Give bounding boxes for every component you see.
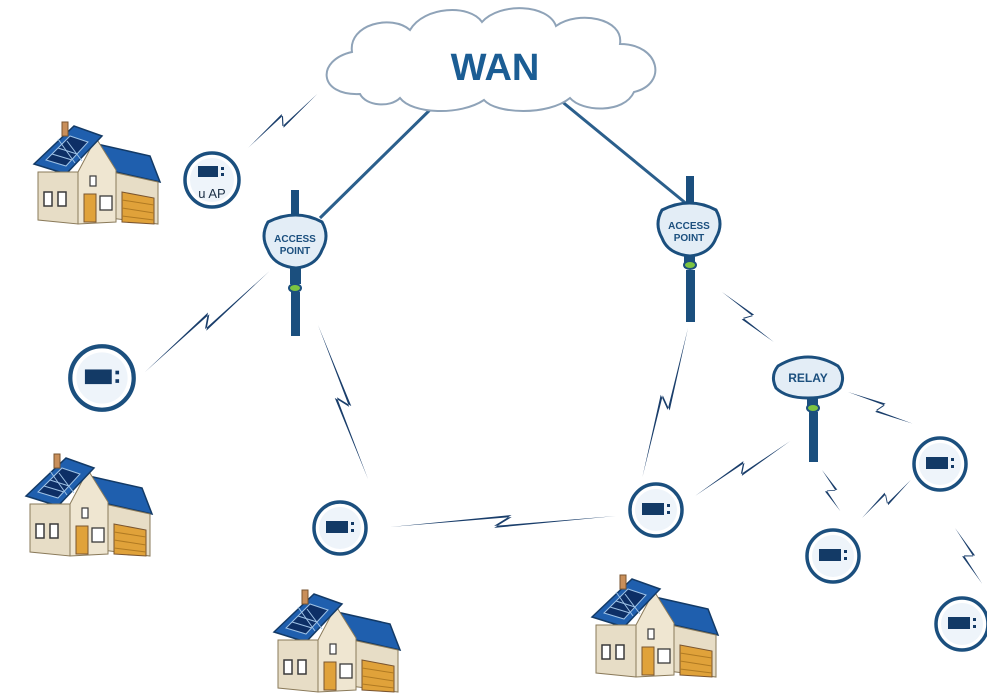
access-point-left-label-line2: POINT	[280, 246, 311, 257]
access-point-right: ACCESS POINT	[656, 176, 722, 322]
link-ap-left-to-meter-bottom	[311, 322, 375, 482]
link-ap-right-to-relay	[717, 287, 778, 347]
wireless-links	[140, 89, 987, 587]
link-uap-to-cloud	[244, 89, 322, 153]
access-point-icon	[656, 176, 722, 322]
link-relay-to-meter	[692, 435, 794, 502]
smart-meter-icon	[312, 500, 368, 556]
cloud-icon	[325, 7, 657, 112]
smart-meter-icon	[628, 482, 684, 538]
link-meter-to-meter-small	[858, 475, 915, 523]
uap-label: u AP	[198, 186, 225, 201]
relay: RELAY	[771, 355, 845, 462]
house-with-solar-panels-icon	[33, 121, 161, 225]
access-point-right-label-line2: POINT	[674, 233, 705, 244]
house-with-solar-panels-icon	[591, 574, 719, 678]
house-with-solar-panels-icon	[25, 453, 153, 557]
link-ap-right-to-meter	[636, 326, 695, 480]
wan-cloud: WAN	[325, 7, 657, 112]
link-relay-to-meter-low	[816, 467, 846, 514]
uap-meter: u AP	[183, 151, 241, 209]
smart-meter-icon	[934, 596, 987, 652]
smart-meter-icon	[70, 346, 133, 409]
smart-meter-icon	[183, 151, 241, 209]
wan-link-right	[559, 98, 689, 207]
house-with-solar-panels-icon	[273, 589, 401, 693]
relay-label: RELAY	[788, 371, 828, 385]
wan-label: WAN	[451, 47, 540, 89]
link-meter-to-meter	[389, 509, 617, 533]
link-ap-left-to-meter	[140, 266, 274, 378]
link-relay-to-meter-right	[845, 386, 916, 429]
link-meter-to-meter-edge	[949, 525, 987, 587]
access-point-right-label-line1: ACCESS	[668, 221, 710, 232]
smart-meter-icon	[805, 528, 861, 584]
access-point-left: ACCESS POINT	[262, 190, 328, 336]
relay-icon	[771, 355, 845, 462]
access-point-left-label-line1: ACCESS	[274, 234, 316, 245]
wan-link-left	[318, 98, 442, 220]
smart-meter-icon	[912, 436, 968, 492]
access-point-icon	[262, 190, 328, 336]
